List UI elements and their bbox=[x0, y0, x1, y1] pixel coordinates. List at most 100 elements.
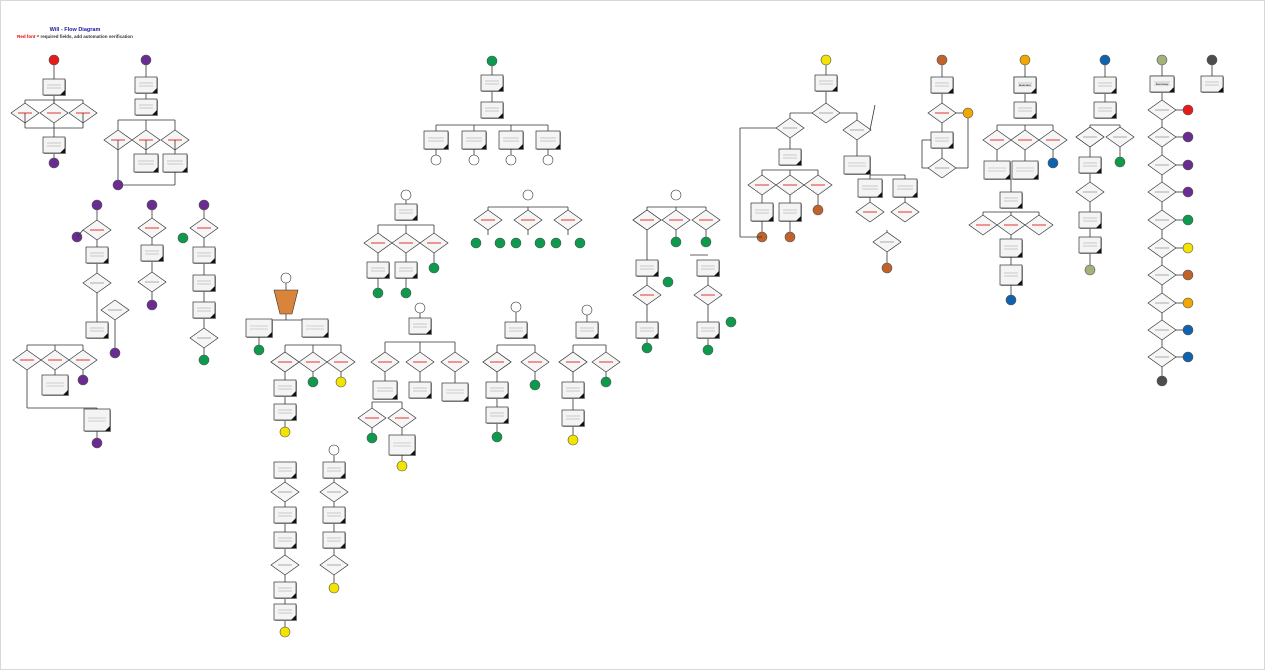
process-box bbox=[635, 321, 659, 339]
terminal-node bbox=[1182, 324, 1194, 336]
terminal-node bbox=[177, 232, 189, 244]
terminal-node bbox=[280, 272, 292, 284]
diagram-title: Will - Flow Diagram bbox=[49, 27, 101, 33]
box-corner bbox=[579, 393, 584, 398]
terminal-node bbox=[936, 54, 948, 66]
box-corner bbox=[579, 421, 584, 426]
process-box bbox=[273, 403, 297, 421]
process-box bbox=[273, 581, 297, 599]
terminal-node bbox=[1182, 269, 1194, 281]
process-box bbox=[322, 531, 346, 549]
box-corner bbox=[291, 391, 296, 396]
terminal-node bbox=[567, 434, 579, 446]
box-corner bbox=[522, 333, 527, 338]
box-corner bbox=[426, 393, 431, 398]
box-corner bbox=[340, 518, 345, 523]
terminal-node bbox=[253, 344, 265, 356]
box-corner bbox=[291, 473, 296, 478]
process-box bbox=[408, 381, 432, 399]
terminal-node bbox=[510, 301, 522, 313]
terminal-node bbox=[372, 287, 384, 299]
box-corner bbox=[291, 543, 296, 548]
terminal-node bbox=[1156, 375, 1168, 387]
terminal-node bbox=[279, 426, 291, 438]
box-corner bbox=[1169, 87, 1174, 92]
box-corner bbox=[210, 258, 215, 263]
terminal-node bbox=[1206, 54, 1218, 66]
connector-line bbox=[76, 229, 84, 238]
box-corner bbox=[60, 90, 65, 95]
terminal-node bbox=[307, 376, 319, 388]
terminal-node bbox=[1182, 351, 1194, 363]
process-box bbox=[696, 259, 720, 277]
box-corner bbox=[832, 86, 837, 91]
process-box bbox=[322, 461, 346, 479]
terminal-node bbox=[91, 199, 103, 211]
terminal-node bbox=[428, 262, 440, 274]
terminal-node bbox=[574, 237, 586, 249]
terminal-node bbox=[522, 189, 534, 201]
process-box bbox=[1149, 75, 1175, 93]
box-corner bbox=[384, 273, 389, 278]
terminal-node bbox=[670, 189, 682, 201]
box-corner bbox=[153, 167, 158, 172]
box-corner bbox=[593, 333, 598, 338]
process-box bbox=[388, 434, 416, 456]
connector-line bbox=[869, 104, 876, 131]
terminal-node bbox=[581, 304, 593, 316]
box-corner bbox=[210, 313, 215, 318]
box-corner bbox=[796, 160, 801, 165]
box-corner bbox=[1096, 168, 1101, 173]
terminal-node bbox=[1084, 264, 1096, 276]
process-box bbox=[535, 130, 561, 150]
box-corner bbox=[714, 271, 719, 276]
box-corner bbox=[291, 593, 296, 598]
process-box bbox=[245, 318, 273, 338]
box-corner bbox=[877, 192, 882, 197]
process-box bbox=[366, 261, 390, 279]
terminal-node bbox=[279, 626, 291, 638]
box-corner bbox=[340, 473, 345, 478]
box-corner bbox=[63, 390, 68, 395]
terminal-node bbox=[784, 231, 796, 243]
box-corner bbox=[152, 110, 157, 115]
diagram-subtitle: Red font = required fields, add automati… bbox=[0, 34, 150, 39]
box-label: Summary bbox=[1156, 82, 1169, 86]
process-box bbox=[1093, 101, 1117, 119]
box-corner bbox=[653, 271, 658, 276]
box-corner bbox=[948, 88, 953, 93]
terminal-node bbox=[1182, 159, 1194, 171]
process-box bbox=[408, 317, 432, 335]
box-corner bbox=[291, 415, 296, 420]
box-corner bbox=[412, 273, 417, 278]
box-corner bbox=[60, 148, 65, 153]
terminal-node bbox=[494, 237, 506, 249]
box-corner bbox=[323, 332, 328, 337]
terminal-node bbox=[962, 107, 974, 119]
box-corner bbox=[498, 86, 503, 91]
terminal-node bbox=[400, 287, 412, 299]
box-corner bbox=[291, 518, 296, 523]
process-box bbox=[983, 160, 1011, 180]
process-box bbox=[441, 382, 469, 402]
terminal-node bbox=[1182, 214, 1194, 226]
terminal-node bbox=[1182, 104, 1194, 116]
process-box bbox=[394, 203, 418, 221]
box-corner bbox=[481, 144, 486, 149]
terminal-node bbox=[510, 237, 522, 249]
process-box bbox=[461, 130, 487, 150]
terminal-node bbox=[1182, 186, 1194, 198]
box-corner bbox=[210, 286, 215, 291]
terminal-node bbox=[470, 237, 482, 249]
process-box bbox=[778, 202, 802, 222]
process-box bbox=[498, 130, 524, 150]
box-corner bbox=[463, 396, 468, 401]
terminal-node bbox=[505, 154, 517, 166]
terminal-node bbox=[366, 432, 378, 444]
process-box bbox=[843, 155, 871, 175]
subtitle-text: = required fields, add automation verifi… bbox=[35, 34, 133, 39]
box-corner bbox=[653, 333, 658, 338]
box-corner bbox=[1005, 174, 1010, 179]
process-box bbox=[485, 406, 509, 424]
terminal-node bbox=[77, 374, 89, 386]
